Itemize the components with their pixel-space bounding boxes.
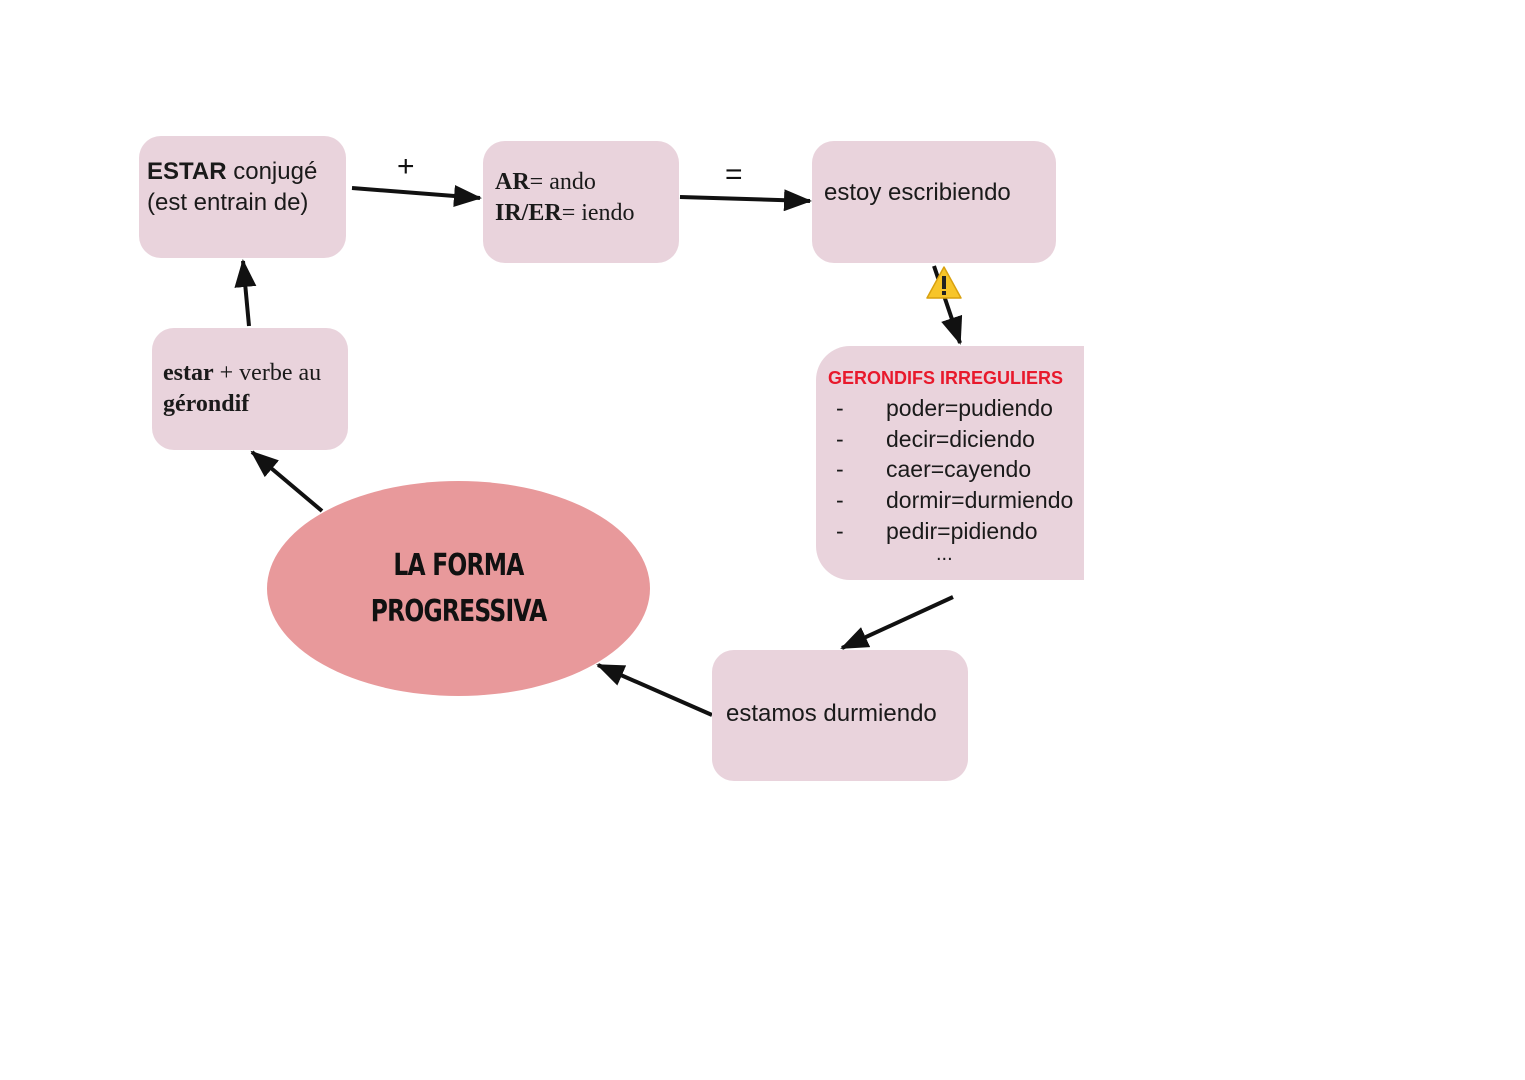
- example-text: estoy escribiendo: [824, 179, 1011, 206]
- list-item: -dormir=durmiendo: [836, 487, 1074, 514]
- conjugue-text: conjugé: [226, 158, 318, 185]
- more-ellipsis: ...: [936, 543, 953, 566]
- meaning-text: (est entrain de): [147, 189, 309, 216]
- irregular-title: GERONDIFS IRREGULIERS: [828, 368, 1064, 388]
- arrow-rule-to-estar: [234, 259, 257, 327]
- gerondif-word: gérondif: [163, 391, 250, 417]
- node-example-estoy: estoy escribiendo: [812, 141, 1056, 263]
- irer-ending: = iendo: [561, 200, 635, 226]
- list-item: -caer=cayendo: [836, 456, 1032, 483]
- plus-label: +: [397, 150, 415, 183]
- verbe-text: + verbe au: [213, 360, 322, 386]
- node-rule: estar + verbe au gérondif: [152, 328, 348, 450]
- list-item: -pedir=pidiendo: [836, 517, 1038, 544]
- list-item: -decir=diciendo: [836, 425, 1035, 452]
- node-example-estamos: estamos durmiendo: [712, 650, 968, 781]
- center-topic: LA FORMA PROGRESSIVA: [267, 481, 650, 696]
- list-item: -poder=pudiendo: [836, 395, 1053, 421]
- irer-label: IR/ER: [495, 200, 562, 226]
- arrow-center-to-rule: [250, 450, 324, 513]
- ar-ending: = ando: [529, 169, 596, 195]
- arrow-estar-to-endings: [351, 185, 482, 207]
- node-estar-conjugue: ESTAR conjugé (est entrain de): [139, 136, 346, 258]
- center-title-line2: PROGRESSIVA: [370, 593, 547, 629]
- warning-icon: [926, 266, 962, 299]
- estar-word: estar: [163, 360, 214, 386]
- node-irregular-gerunds: GERONDIFS IRREGULIERS -poder=pudiendo -d…: [816, 346, 1084, 580]
- arrow-endings-to-example: [679, 189, 812, 212]
- arrow-example2-to-center: [596, 663, 713, 717]
- node-endings: AR= ando IR/ER= iendo: [483, 141, 679, 263]
- center-title-line1: LA FORMA: [393, 547, 524, 583]
- equals-label: =: [725, 158, 743, 191]
- example2-text: estamos durmiendo: [726, 700, 937, 727]
- estar-keyword: ESTAR: [147, 158, 227, 185]
- arrow-irregular-to-example2: [840, 595, 954, 650]
- ar-label: AR: [495, 169, 530, 195]
